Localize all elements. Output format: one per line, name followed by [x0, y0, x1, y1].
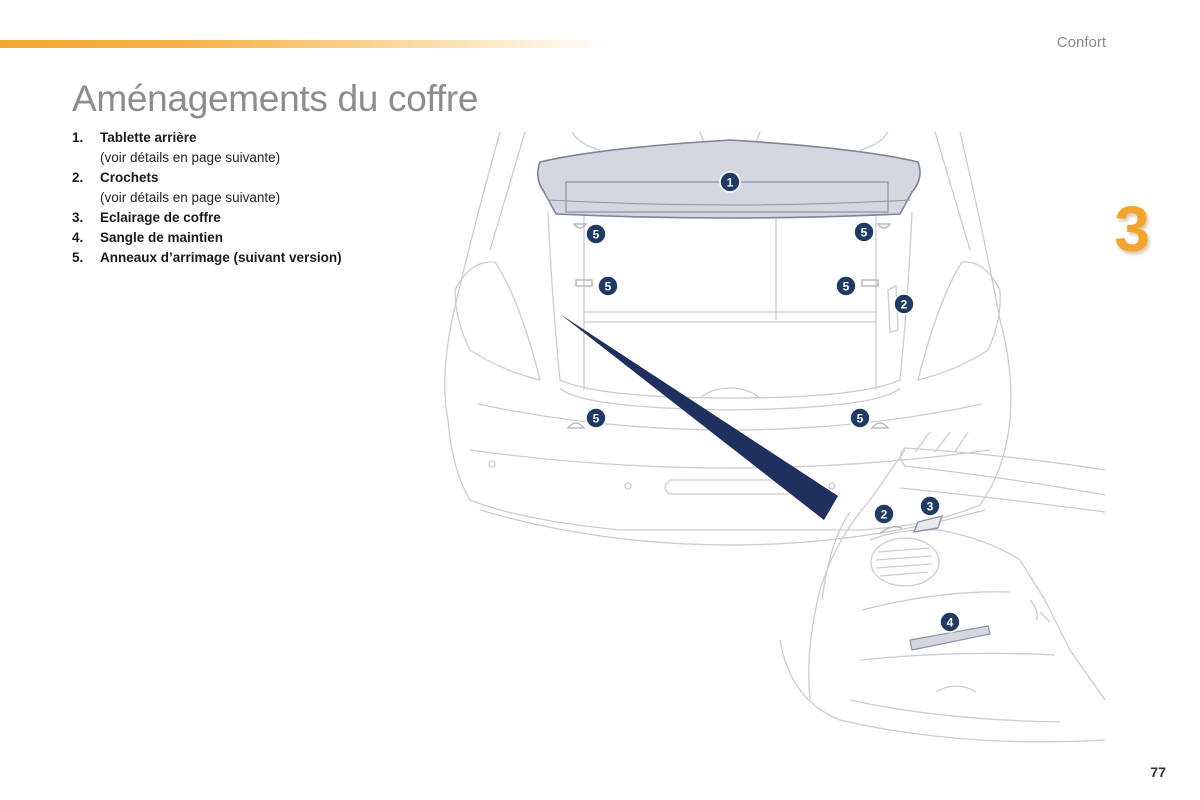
item-number: 4.	[72, 230, 84, 245]
svg-text:2: 2	[881, 508, 888, 522]
svg-text:5: 5	[605, 280, 612, 294]
marker-ring-upper-right: 5	[853, 221, 875, 243]
item-label: Eclairage de coffre	[100, 210, 221, 225]
trunk-detail-inset	[779, 431, 1106, 743]
chapter-number: 3	[1114, 193, 1150, 265]
marker-shelf: 1	[719, 171, 741, 193]
header-accent-bar	[0, 40, 610, 48]
svg-text:5: 5	[861, 226, 868, 240]
item-number: 1.	[72, 130, 84, 145]
marker-ring-low-right: 5	[849, 407, 871, 429]
marker-light: 3	[919, 495, 941, 517]
item-number: 3.	[72, 210, 84, 225]
tie-down-rings	[566, 223, 892, 429]
marker-strap: 4	[939, 611, 961, 633]
page-number: 77	[1150, 764, 1166, 780]
svg-text:5: 5	[593, 412, 600, 426]
svg-text:3: 3	[927, 500, 934, 514]
list-item: 3. Eclairage de coffre	[72, 208, 342, 228]
detail-pointer	[560, 314, 838, 520]
list-item: 4. Sangle de maintien	[72, 228, 342, 248]
marker-ring-low-left: 5	[585, 407, 607, 429]
item-note: (voir détails en page suivante)	[100, 190, 281, 205]
list-item: 1. Tablette arrière (voir détails en page…	[72, 128, 342, 168]
marker-hook-side: 2	[893, 293, 915, 315]
item-label: Anneaux d’arrimage (suivant version)	[100, 250, 342, 265]
svg-text:5: 5	[857, 412, 864, 426]
item-number: 2.	[72, 170, 84, 185]
item-label: Crochets	[100, 170, 159, 185]
marker-hook-detail: 2	[873, 503, 895, 525]
item-number: 5.	[72, 250, 84, 265]
trunk-features-list: 1. Tablette arrière (voir détails en page…	[72, 128, 342, 268]
item-label: Sangle de maintien	[100, 230, 224, 245]
marker-ring-upper-left: 5	[585, 223, 607, 245]
marker-ring-mid-left: 5	[597, 275, 619, 297]
svg-text:5: 5	[593, 228, 600, 242]
svg-text:2: 2	[901, 298, 908, 312]
marker-ring-mid-right: 5	[835, 275, 857, 297]
list-item: 5. Anneaux d’arrimage (suivant version)	[72, 248, 342, 268]
item-note: (voir détails en page suivante)	[100, 150, 281, 165]
page-title: Aménagements du coffre	[72, 78, 479, 119]
section-label: Confort	[1056, 34, 1106, 51]
svg-text:5: 5	[843, 280, 850, 294]
svg-text:1: 1	[727, 176, 734, 190]
svg-text:4: 4	[947, 616, 954, 630]
list-item: 2. Crochets (voir détails en page suivant…	[72, 168, 342, 208]
item-label: Tablette arrière	[100, 130, 197, 145]
